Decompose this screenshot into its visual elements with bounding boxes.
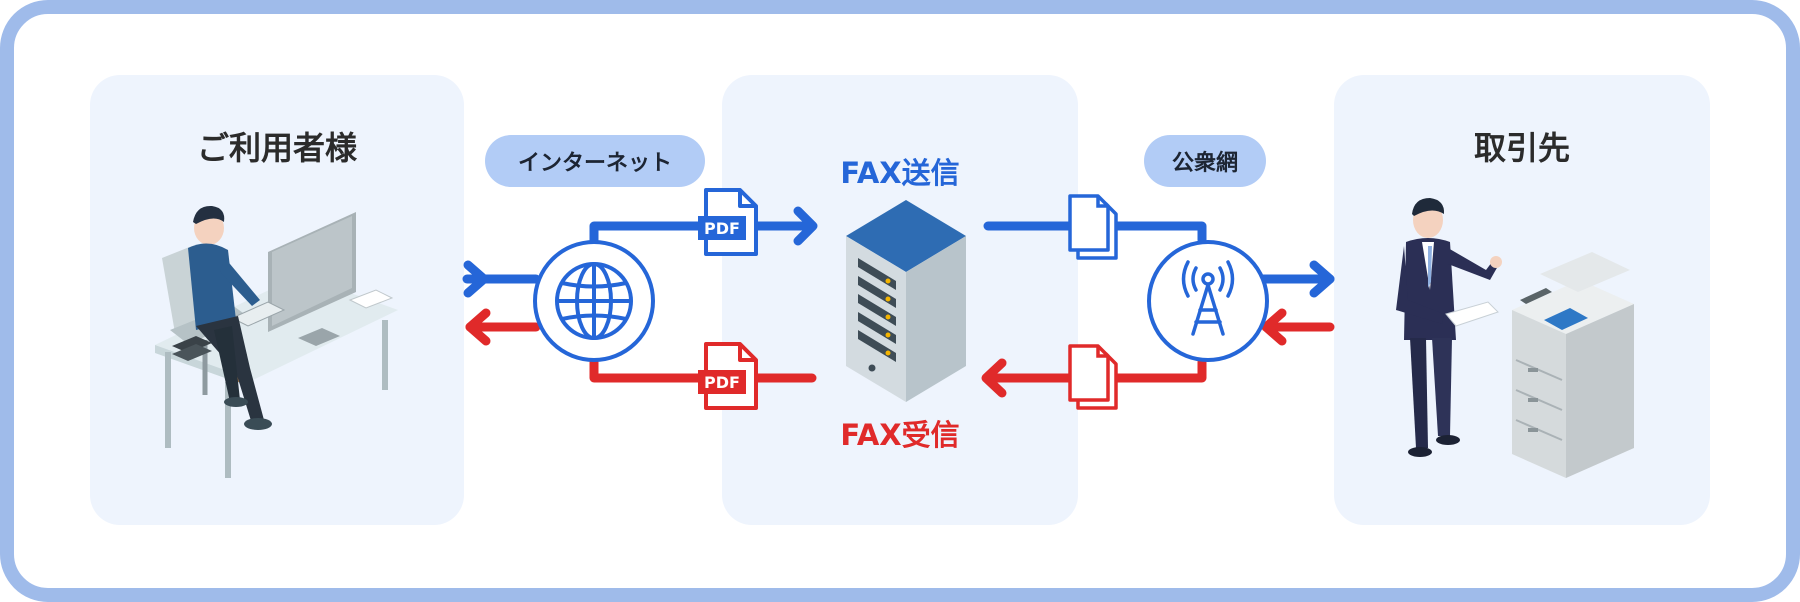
antenna-tower-icon [1147, 240, 1269, 362]
partner-panel-title: 取引先 [1473, 129, 1570, 167]
internet-label: インターネット [485, 135, 705, 187]
document-icon [1068, 344, 1118, 410]
send-arrowhead-user [463, 260, 489, 298]
pdf-file-icon: PDF [698, 188, 758, 256]
send-arrowhead-server [793, 206, 818, 246]
fax-receive-label: FAX受信 [840, 418, 960, 452]
businessman-illustration [1396, 198, 1502, 457]
pdf-badge-send: PDF [704, 219, 740, 238]
server-icon [846, 200, 966, 402]
receive-arrowhead-user [465, 308, 491, 346]
person-at-desk-illustration [155, 205, 398, 478]
receive-arrowhead-server [981, 358, 1007, 398]
multifunction-printer-illustration [1512, 252, 1634, 478]
receive-arrowhead-partner [1261, 308, 1287, 346]
pdf-badge-receive: PDF [704, 373, 740, 392]
pdf-file-icon: PDF [698, 342, 758, 410]
globe-icon [533, 240, 655, 362]
document-icon [1068, 194, 1118, 260]
receive-line-public [983, 357, 1207, 383]
user-panel-title: ご利用者様 [196, 129, 357, 167]
fax-send-label: FAX送信 [840, 156, 960, 190]
send-line-public [983, 221, 1207, 245]
send-arrowhead-partner [1309, 260, 1335, 298]
public-network-label: 公衆網 [1144, 135, 1266, 187]
